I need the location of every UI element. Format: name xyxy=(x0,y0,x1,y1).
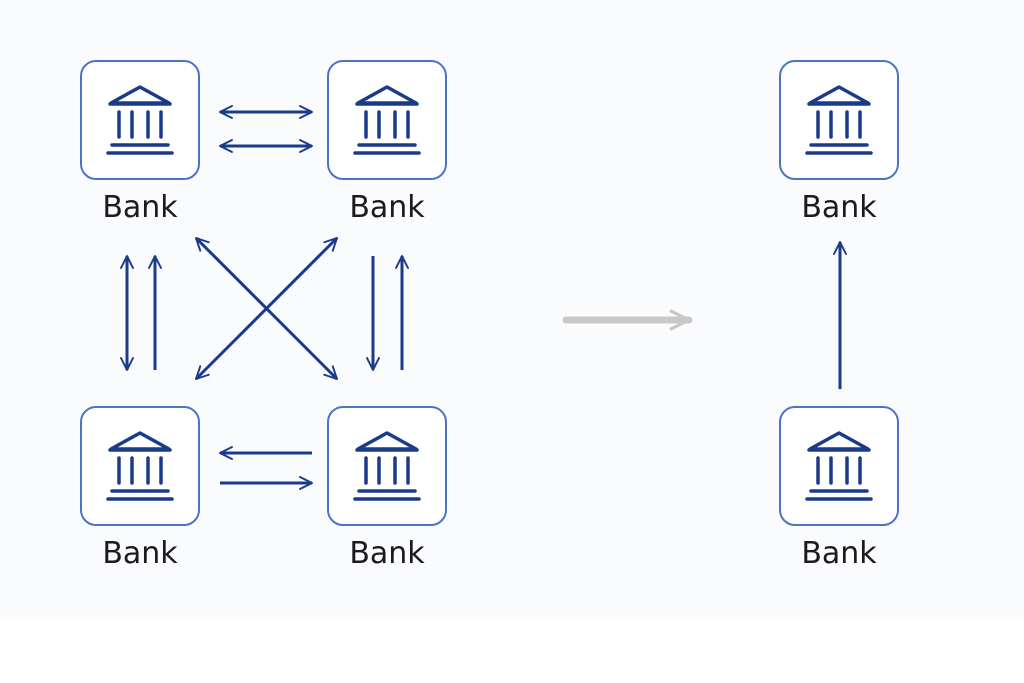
bank-label: Bank xyxy=(801,536,877,571)
bank-label: Bank xyxy=(349,536,425,571)
bank-label: Bank xyxy=(801,190,877,225)
bank-building-icon xyxy=(106,431,174,501)
bank-icon-box xyxy=(327,60,447,180)
arrow-diagonal-up xyxy=(194,236,339,381)
bank-building-icon xyxy=(353,85,421,155)
bank-building-icon xyxy=(805,431,873,501)
bank-icon-box xyxy=(327,406,447,526)
bank-icon-box xyxy=(80,406,200,526)
bank-icon-box xyxy=(80,60,200,180)
bank-icon-box xyxy=(779,60,899,180)
bank-label: Bank xyxy=(349,190,425,225)
bank-building-icon xyxy=(805,85,873,155)
bank-building-icon xyxy=(106,85,174,155)
bank-label: Bank xyxy=(102,190,178,225)
bank-building-icon xyxy=(353,431,421,501)
bank-label: Bank xyxy=(102,536,178,571)
bank-icon-box xyxy=(779,406,899,526)
